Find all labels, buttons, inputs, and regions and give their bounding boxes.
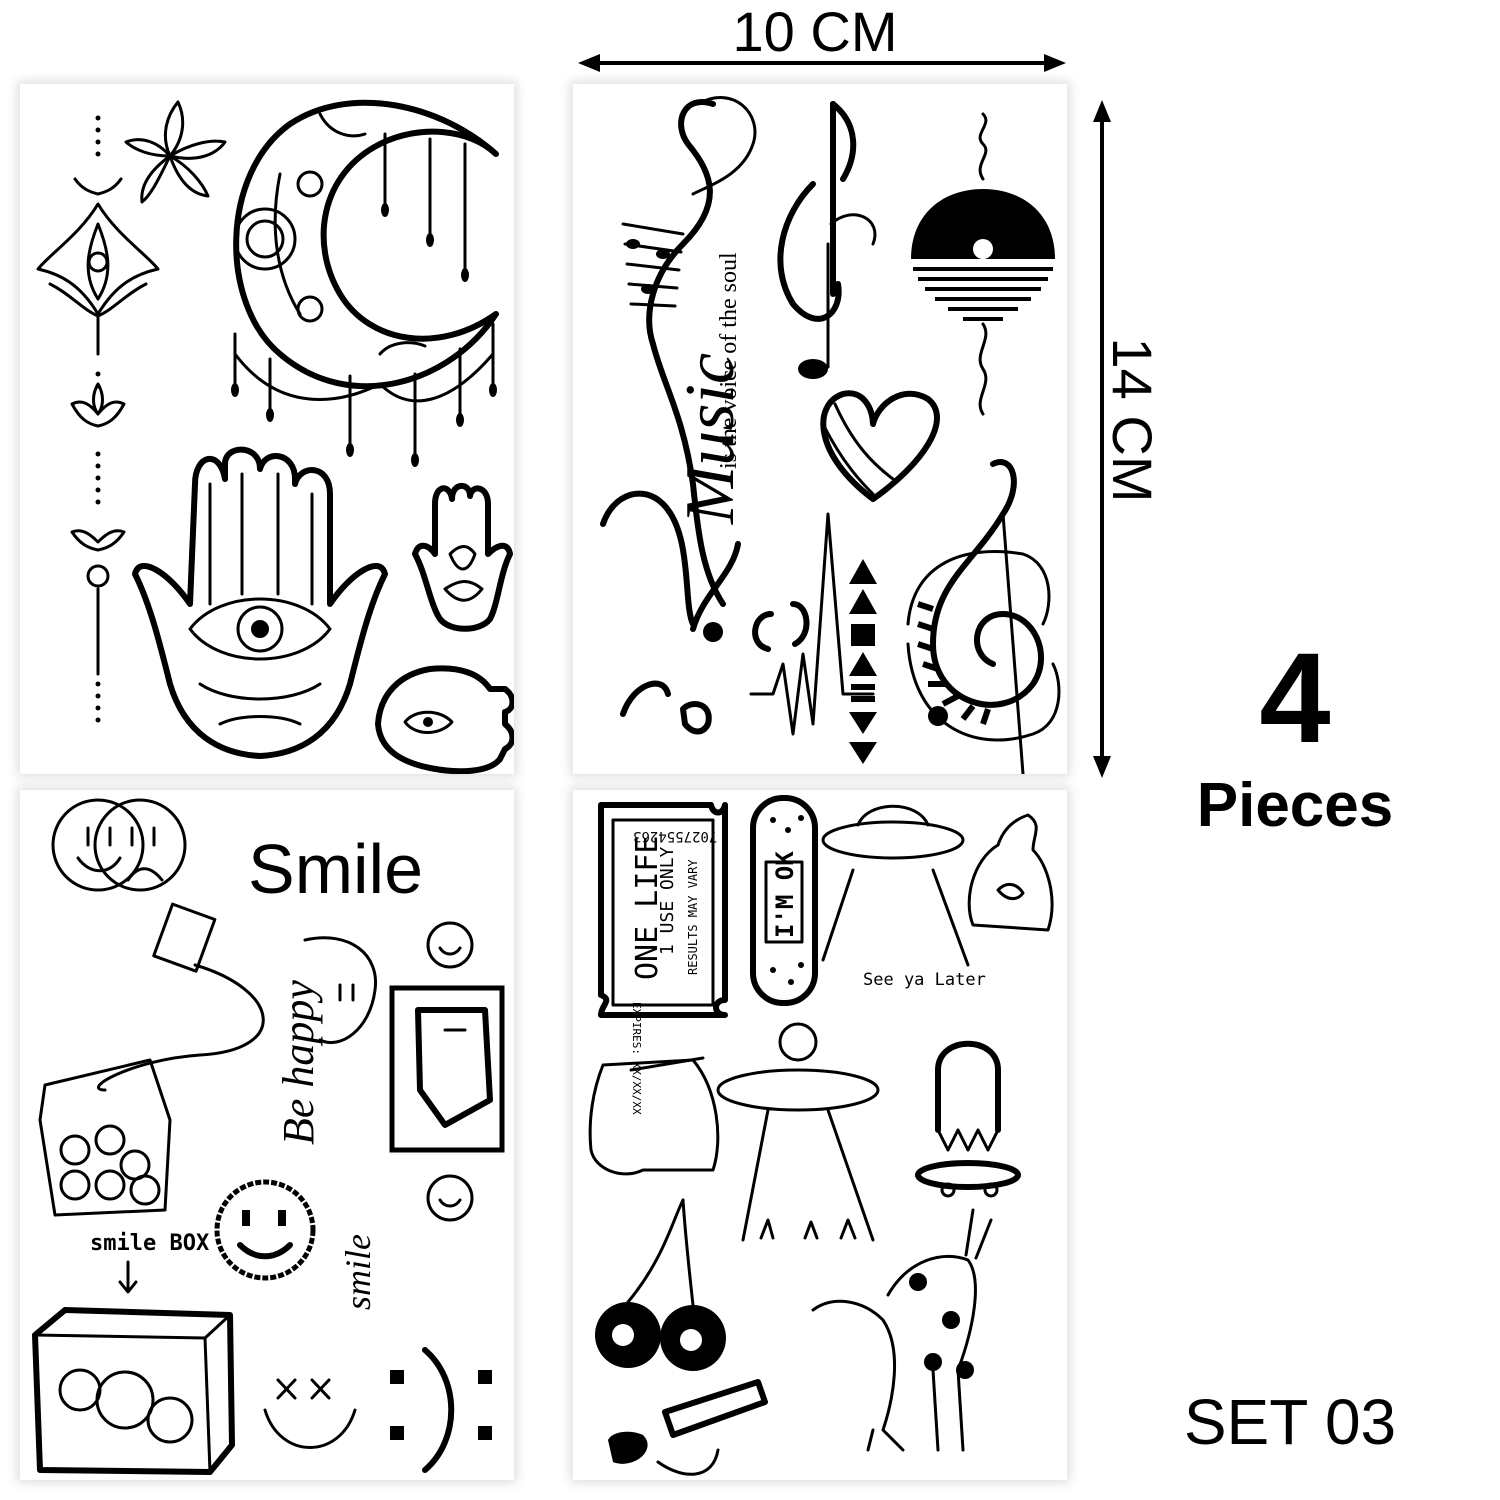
tattoo-sheet-smile: Smile Be happy [20, 790, 514, 1480]
vinyl-record-icon [911, 112, 1055, 416]
bandage-icon: I'M OK [750, 795, 818, 1006]
svg-text:is the voice of the soul: is the voice of the soul [716, 252, 742, 469]
height-label: 14 CM [1101, 337, 1164, 503]
evil-eye-icon [375, 665, 514, 774]
treble-clef-icon [621, 96, 757, 607]
width-label: 10 CM [732, 0, 898, 63]
ufo-caption: See ya Later [863, 970, 986, 990]
piano-keys-icon [906, 459, 1061, 774]
hamsa-hand-icon [132, 446, 388, 759]
tattoo-sheet-music: Music is the voice of the soul [573, 84, 1067, 774]
boxing-rabbits-icon [811, 1208, 993, 1452]
heartbeat-icon [749, 512, 875, 736]
smile-box-label: smile BOX [90, 1231, 209, 1256]
be-happy-text: Be happy [274, 980, 323, 1145]
svg-text:Music: Music [672, 353, 749, 525]
tattoo-sheet-mandala [20, 84, 514, 774]
smile-word: Smile [248, 830, 423, 908]
pixel-smiley-icon [214, 1179, 316, 1281]
crescent-moon-icon [231, 99, 499, 467]
smile-box-icon [32, 1307, 235, 1475]
smiley-icon [303, 921, 474, 1222]
piece-count: 4 [1259, 627, 1331, 770]
xx-face-icon [263, 1378, 357, 1449]
ufo-icon [716, 1022, 880, 1242]
light-switch-icon [389, 985, 505, 1153]
spilled-bottle-icon [608, 1379, 768, 1476]
play-arrow-icon [849, 559, 877, 764]
heart-staff-icon [820, 390, 940, 502]
tea-bag-icon [38, 902, 265, 1217]
svg-text:EXPIRES: XX/XX/XX: EXPIRES: XX/XX/XX [630, 1002, 643, 1115]
svg-text:RESULTS MAY VARY: RESULTS MAY VARY [686, 859, 700, 975]
music-note-icon [777, 101, 877, 379]
ufo-icon: See ya Later [821, 804, 986, 990]
tattoo-sheet-doodle: 7027554263 ONE LIFE 1 USE ONLY RESULTS M… [573, 790, 1067, 1480]
svg-text:ONE LIFE: ONE LIFE [630, 836, 665, 981]
hamsa-hand-icon [412, 482, 513, 632]
hand-icon [588, 1056, 720, 1176]
ghost-skateboard-icon [915, 1040, 1021, 1198]
svg-text:I'M OK: I'M OK [771, 851, 799, 938]
svg-text:1 USE ONLY: 1 USE ONLY [657, 846, 678, 955]
cherry-8-ball-icon [595, 1198, 726, 1371]
music-note-icon [620, 680, 712, 735]
ticket-icon: 7027554263 ONE LIFE 1 USE ONLY RESULTS M… [598, 802, 728, 1115]
svg-text:smile: smile [338, 1234, 378, 1310]
piece-count-unit: Pieces [1196, 771, 1394, 840]
smiley-icon [390, 1347, 492, 1473]
set-label: SET 03 [1183, 1386, 1397, 1458]
flower-icon [124, 100, 227, 204]
music-script: Music is the voice of the soul [600, 252, 749, 642]
svg-text:7027554263: 7027554263 [633, 828, 717, 844]
smiley-icon [51, 798, 187, 892]
lotus-icon [36, 115, 160, 723]
goldfish-bag-icon [967, 813, 1054, 932]
